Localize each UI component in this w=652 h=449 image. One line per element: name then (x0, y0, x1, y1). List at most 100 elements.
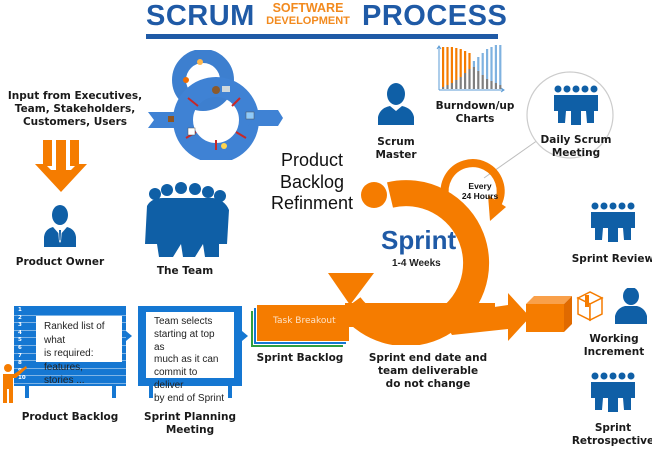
board-leg (149, 386, 153, 398)
sprint-planning-label: Sprint Planning Meeting (130, 411, 250, 437)
burndown-line-1: Burndown/up (435, 100, 515, 112)
retrospective-line-1: Sprint (594, 422, 632, 434)
sprint-planning-board: Team selects starting at top as much as … (138, 306, 242, 404)
the-team-label: The Team (156, 265, 214, 277)
refinement-text: Product Backlog Refinment (262, 150, 362, 215)
burndown-bar (481, 53, 484, 75)
product-owner-label: Product Owner (15, 256, 105, 268)
daily-cycle-line-2: 24 Hours (461, 191, 499, 202)
input-line-1: Input from Executives, (7, 90, 143, 102)
backlog-row: 10 (14, 375, 126, 384)
burndown-bar (481, 75, 484, 89)
burndown-chart-icon (436, 45, 505, 93)
burndown-bar (477, 71, 480, 89)
daily-scrum-connector (483, 71, 614, 179)
daily-cycle-text: Every 24 Hours (460, 181, 500, 201)
input-line-2: Team, Stakeholders, (14, 103, 136, 116)
sprint-planning-description: Team selects starting at top as much as … (146, 312, 234, 404)
sprint-end-note: Sprint end date and team deliverable do … (368, 352, 488, 391)
backlog-row-number: 5 (18, 337, 22, 344)
product-backlog-label: Product Backlog (21, 411, 119, 423)
burndown-bar (455, 48, 458, 80)
sprint-duration: 1-4 Weeks (392, 258, 441, 269)
burndown-bar (464, 73, 467, 89)
burndown-bar (499, 45, 502, 85)
burndown-bar (490, 81, 493, 89)
sprint-end-line-2: team deliverable (377, 365, 479, 378)
sp-line-5: by end of Sprint (154, 392, 225, 404)
burndown-bar (450, 83, 453, 89)
refinement-line-3: Refinment (270, 193, 354, 214)
sprint-end-line-3: do not change (385, 378, 471, 391)
burndown-bar (446, 47, 449, 85)
scrum-master-line-2: Master (375, 149, 417, 162)
down-arrows-icon (35, 140, 87, 192)
sprint-planning-line-2: Meeting (165, 424, 215, 437)
input-text: Input from Executives, Team, Stakeholder… (0, 90, 150, 129)
product-backlog-board: 12345678910 Ranked list of what is requi… (14, 306, 126, 386)
burndown-bar (468, 53, 471, 69)
board-leg (25, 386, 29, 398)
burndown-bar (472, 67, 475, 89)
title-scrum: SCRUM (146, 0, 255, 32)
burndown-bar (450, 47, 453, 83)
title-development: DEVELOPMENT (266, 15, 350, 27)
burndown-bar (486, 49, 489, 79)
burndown-bar (455, 80, 458, 89)
input-line-3: Customers, Users (22, 116, 128, 129)
scrum-master-label: Scrum Master (366, 136, 426, 162)
working-increment-line-2: Increment (583, 346, 645, 359)
product-owner-icon (44, 205, 76, 247)
burndown-bar (459, 77, 462, 89)
backlog-row-number: 6 (18, 345, 22, 351)
title-software: SOFTWARE (272, 1, 344, 15)
refinement-line-1: Product (280, 150, 344, 170)
product-backlog-description: Ranked list of what is required: feature… (36, 316, 122, 386)
retrospective-group-icon (591, 372, 635, 412)
sp-line-3: much as it can (154, 354, 219, 366)
sprint-cycle-arrows (328, 159, 530, 345)
working-increment-line-1: Working (589, 333, 639, 345)
sprint-review-label: Sprint Review (571, 253, 652, 265)
sp-line-1: Team selects (154, 316, 213, 327)
task-breakout-card: Task Breakout (257, 305, 349, 341)
burndown-bar (468, 69, 471, 89)
pb-line-1: Ranked list of what (44, 321, 105, 346)
sprint-planning-line-1: Sprint Planning (144, 411, 236, 423)
title-underline (146, 34, 498, 39)
sprint-title: Sprint (381, 225, 457, 255)
burndown-bar (494, 83, 497, 89)
pb-line-3: features, stories ... (44, 361, 85, 387)
task-breakout-label: Task Breakout (273, 316, 336, 326)
burndown-line-2: Charts (455, 113, 495, 126)
working-increment-icon (526, 288, 647, 332)
burndown-bar (477, 57, 480, 71)
burndown-bar (499, 85, 502, 89)
burndown-bar (446, 85, 449, 89)
burndown-bar (486, 79, 489, 89)
backlog-row-number: 10 (18, 375, 26, 382)
board-arrow-icon (242, 331, 248, 341)
backlog-row-number: 1 (18, 307, 22, 313)
board-leg (228, 386, 232, 398)
refinement-line-2: Backlog (279, 171, 345, 192)
burndown-bar (442, 47, 445, 87)
card-stack-green (251, 311, 343, 347)
backlog-row: 8 (14, 360, 126, 369)
sprint-end-line-1: Sprint end date and (368, 352, 488, 364)
retrospective-line-2: Retrospective (571, 435, 652, 448)
burndown-bar (459, 49, 462, 77)
scrum-master-line-1: Scrum (377, 136, 415, 148)
burndown-bar (494, 45, 497, 83)
backlog-row-number: 4 (18, 329, 22, 336)
board-arrow-icon (126, 331, 132, 341)
title-process: PROCESS (362, 0, 508, 32)
burndown-bar (472, 61, 475, 67)
daily-cycle-line-1: Every (468, 181, 492, 191)
daily-scrum-line-1: Daily Scrum (540, 134, 612, 146)
backlog-row-number: 2 (18, 314, 22, 321)
burndown-bar (464, 51, 467, 73)
pb-line-2: is required: (44, 348, 94, 359)
scrum-cycle-illustration (148, 50, 283, 160)
daily-scrum-line-2: Meeting (551, 147, 601, 160)
